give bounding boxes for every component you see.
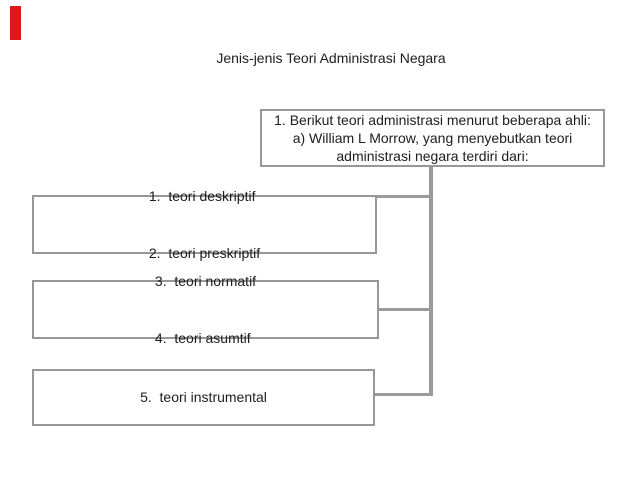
child-box-2-list: 3. teori normatif 4. teori asumtif (155, 234, 256, 386)
root-box-teori-menurut-ahli: 1. Berikut teori administrasi menurut be… (260, 109, 605, 167)
child-box-normatif-asumtif: 3. teori normatif 4. teori asumtif (32, 273, 379, 346)
root-box-line-3: administrasi negara terdiri dari: (336, 148, 529, 164)
child-box-1-line-2: 2. teori preskriptif (148, 244, 261, 261)
slide-title: Jenis-jenis Teori Administrasi Negara (216, 50, 446, 66)
child-box-3-line-1: 5. teori instrumental (140, 389, 267, 405)
root-box-line-2: a) William L Morrow, yang menyebutkan te… (292, 130, 573, 146)
child-box-deskriptif-preskriptif: 1. teori deskriptif 2. teori preskriptif (32, 188, 377, 261)
root-box-line-1: 1. Berikut teori administrasi menurut be… (274, 112, 591, 128)
child-box-1-list: 1. teori deskriptif 2. teori preskriptif (149, 149, 260, 301)
child-box-2-line-2: 4. teori asumtif (154, 329, 251, 346)
child-box-1-line-1: 1. teori deskriptif (148, 187, 256, 204)
child-box-2-line-1: 3. teori normatif (154, 272, 257, 289)
connector-branch-instrumental (373, 393, 433, 396)
connector-branch-deskriptif (375, 195, 433, 198)
red-accent-bar (10, 6, 21, 40)
child-box-instrumental: 5. teori instrumental (32, 369, 375, 426)
connector-trunk-line (429, 166, 433, 396)
child-box-3-list: 5. teori instrumental (140, 350, 267, 445)
connector-branch-normatif (377, 308, 433, 311)
